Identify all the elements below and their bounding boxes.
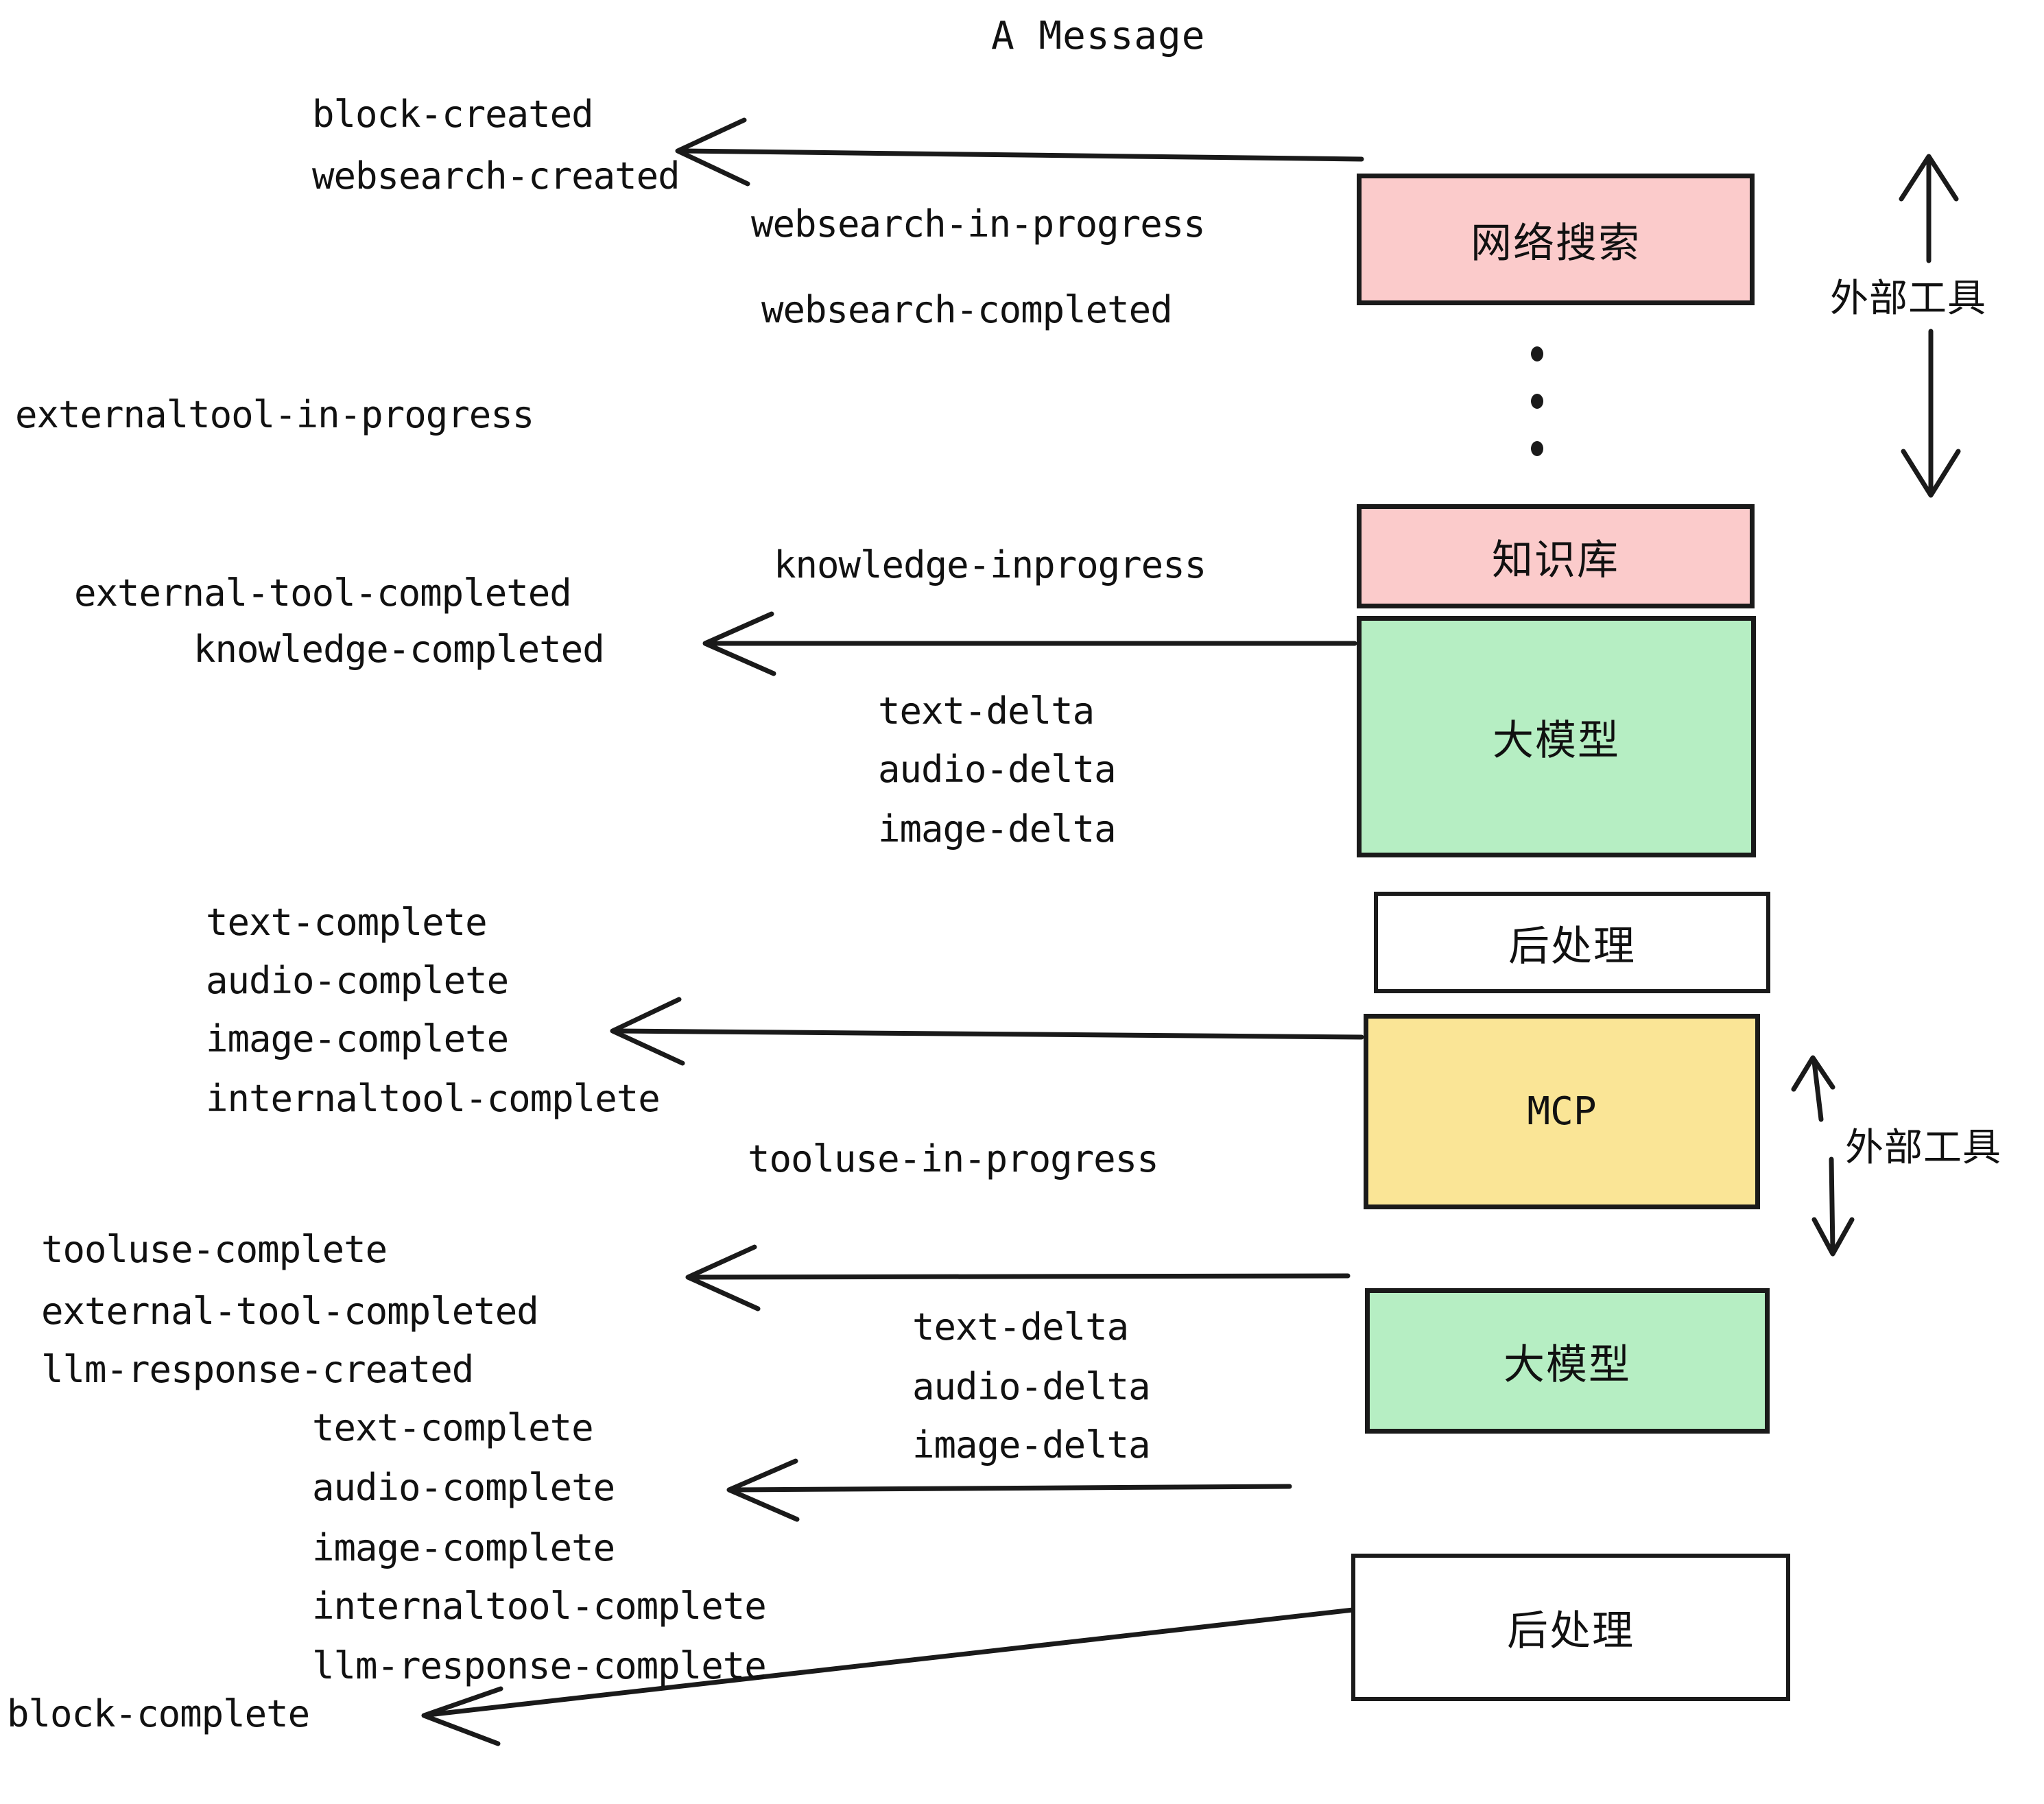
node-llm-bottom-label: 大模型 [1504,1340,1631,1389]
event-text-complete-2: text-complete [312,1406,594,1449]
event-websearch-created: websearch-created [312,154,680,198]
event-llm-response-complete: llm-response-complete [312,1644,767,1687]
ellipsis-dot [1531,346,1543,361]
vertical-ellipsis [1530,346,1545,456]
event-websearch-in-progress: websearch-in-progress [751,202,1206,246]
node-llm-top-label: 大模型 [1493,716,1620,765]
event-externaltool-in-progress: externaltool-in-progress [15,393,534,436]
event-audio-delta-1: audio-delta [878,748,1117,791]
external-tools-bottom-up-arrow [1791,1055,1835,1122]
event-text-delta-1: text-delta [878,689,1095,733]
event-internaltool-complete-1: internaltool-complete [206,1077,661,1120]
event-external-tool-completed-1: external-tool-completed [74,571,572,615]
group-label-external-tools-bottom: 外部工具 [1845,1126,2001,1170]
node-postprocess-bottom-label: 后处理 [1507,1607,1635,1655]
arrow-knowledge-to-knowledge-completed [702,611,1357,676]
event-block-created: block-created [312,93,594,136]
event-text-delta-2: text-delta [912,1305,1129,1349]
event-text-complete-1: text-complete [206,901,488,944]
node-llm-top[interactable]: 大模型 [1357,616,1756,857]
ellipsis-dot [1531,441,1543,456]
event-knowledge-inprogress: knowledge-inprogress [774,543,1207,586]
node-postprocess-top-label: 后处理 [1508,922,1636,971]
node-knowledge-base-label: 知识库 [1492,536,1619,584]
event-tooluse-complete: tooluse-complete [41,1228,388,1271]
arrow-mcp-to-tooluse-complete [685,1244,1351,1312]
event-image-delta-1: image-delta [878,807,1117,851]
node-mcp-label: MCP [1527,1089,1597,1134]
node-llm-bottom[interactable]: 大模型 [1365,1288,1770,1434]
node-websearch[interactable]: 网络搜索 [1357,174,1755,305]
event-block-complete: block-complete [7,1692,310,1735]
event-audio-delta-2: audio-delta [912,1365,1151,1408]
node-postprocess-top[interactable]: 后处理 [1374,892,1770,993]
event-audio-complete-2: audio-complete [312,1466,615,1509]
event-websearch-completed: websearch-completed [761,288,1173,331]
ellipsis-dot [1531,394,1543,409]
external-tools-top-up-arrow [1899,154,1959,263]
node-postprocess-bottom[interactable]: 后处理 [1351,1554,1790,1701]
event-image-complete-2: image-complete [312,1526,615,1569]
event-audio-complete-1: audio-complete [206,959,509,1002]
arrow-llm-to-audio-complete [726,1458,1292,1522]
event-image-complete-1: image-complete [206,1017,509,1060]
node-mcp[interactable]: MCP [1364,1014,1760,1209]
node-knowledge-base[interactable]: 知识库 [1357,504,1755,608]
group-label-external-tools-top: 外部工具 [1830,276,1986,321]
node-websearch-label: 网络搜索 [1471,219,1641,268]
event-internaltool-complete-2: internaltool-complete [312,1585,767,1628]
arrow-postprocess-to-image-complete [610,997,1364,1066]
external-tools-bottom-down-arrow [1811,1156,1855,1257]
event-llm-response-created: llm-response-created [41,1348,474,1391]
arrow-websearch-to-block-created [675,117,1364,187]
event-image-delta-2: image-delta [912,1423,1151,1467]
page-title: A Message [991,14,1206,58]
event-tooluse-in-progress: tooluse-in-progress [748,1137,1159,1180]
event-knowledge-completed: knowledge-completed [193,628,605,671]
external-tools-top-down-arrow [1901,329,1961,498]
event-external-tool-completed-2: external-tool-completed [41,1290,539,1333]
